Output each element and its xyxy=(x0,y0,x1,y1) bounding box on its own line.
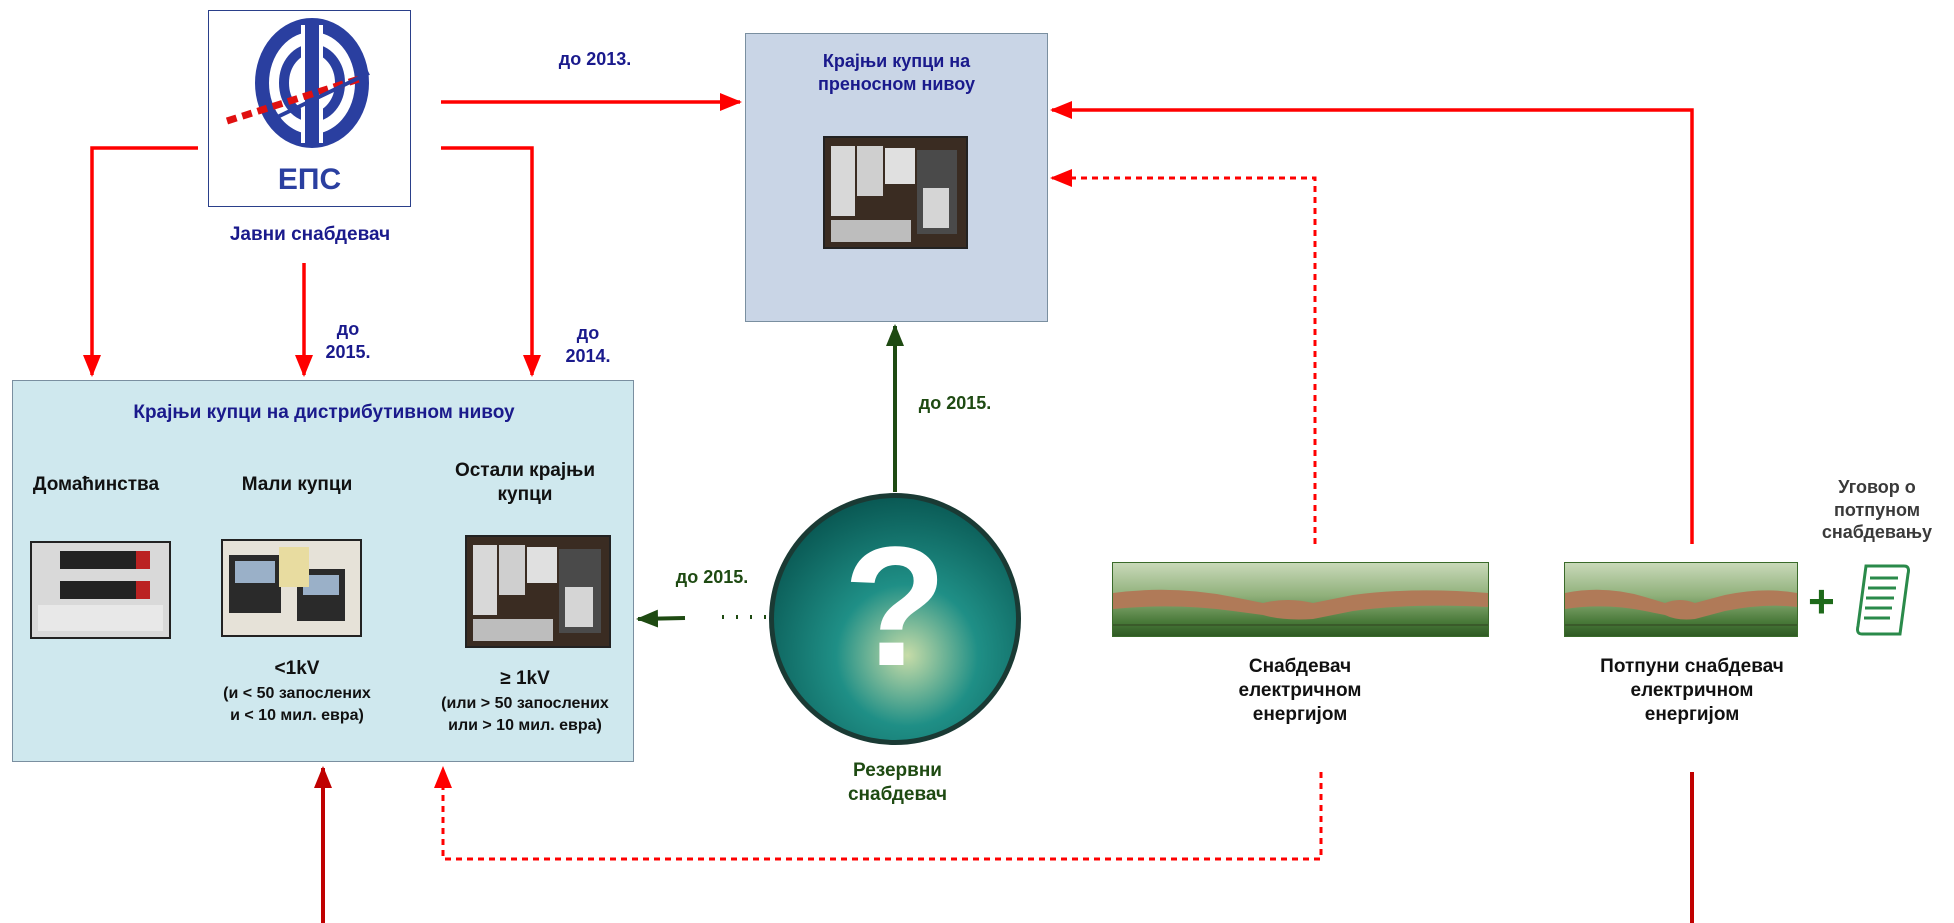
transmission-customers-box: Крајњи купци на преносном нивоу xyxy=(745,33,1048,322)
distribution-customers-box: Крајњи купци на дистрибутивном нивоу Дом… xyxy=(12,380,634,762)
small-customer-meter-photo xyxy=(221,539,362,637)
public-supplier-label: Јавни снабдевач xyxy=(229,224,391,245)
supplier-label: Снабдевач електричном енергијом xyxy=(1238,656,1362,725)
reserve-supplier-label: Резервни снабдевач xyxy=(847,760,948,805)
eps-logo: ЕПС xyxy=(208,10,411,207)
household-meter-photo xyxy=(30,541,171,639)
deadline-2015-reserve-left: до 2015. xyxy=(675,567,749,587)
arrow-eps-left-down xyxy=(83,146,198,377)
arrow-supplier-to-transmission-dotted xyxy=(1050,169,1317,544)
deadline-2015-center: до 2015. xyxy=(325,319,371,362)
arrow-full-supplier-to-transmission xyxy=(1050,101,1694,544)
full-supplier-handshake-image xyxy=(1564,562,1798,637)
deadline-2014: до 2014. xyxy=(565,323,611,366)
transmission-meter-photo xyxy=(823,136,968,249)
eps-logo-mark xyxy=(225,18,370,148)
other-cond-revenue: или > 10 мил. евра) xyxy=(448,717,602,734)
distribution-title: Крајњи купци на дистрибутивном нивоу xyxy=(133,402,515,423)
full-supply-contract-label: Уговор о потпуном снабдевању xyxy=(1821,477,1933,542)
small-cond-revenue: и < 10 мил. евра) xyxy=(230,707,364,724)
reserve-supplier-icon: ? xyxy=(766,490,1024,748)
transmission-title: Крајњи купци на преносном нивоу xyxy=(818,51,975,94)
full-supplier-label: Потпуни снабдевач електричном енергијом xyxy=(1600,656,1784,725)
deadline-2015-reserve-up: до 2015. xyxy=(918,393,992,413)
other-customer-meter-photo xyxy=(465,535,611,648)
small-cond-employees: (и < 50 запослених xyxy=(223,685,371,702)
arrow-eps-right-down xyxy=(441,146,541,377)
eps-logo-text: ЕПС xyxy=(277,163,342,196)
other-customers-label: Остали крајњи купци xyxy=(454,460,596,505)
plus-icon: + xyxy=(1808,575,1835,627)
question-mark-icon: ? xyxy=(843,512,947,702)
contract-scroll-icon xyxy=(1852,560,1912,640)
other-cond-voltage: ≥ 1kV xyxy=(500,668,550,689)
other-cond-employees: (или > 50 запослених xyxy=(441,695,609,712)
small-cond-voltage: <1kV xyxy=(274,658,320,679)
supplier-handshake-image xyxy=(1112,562,1489,637)
households-label: Домаћинства xyxy=(32,474,160,495)
deadline-2013: до 2013. xyxy=(558,49,632,69)
arrow-reserve-to-distribution xyxy=(636,609,686,628)
small-customers-label: Мали купци xyxy=(241,474,353,495)
